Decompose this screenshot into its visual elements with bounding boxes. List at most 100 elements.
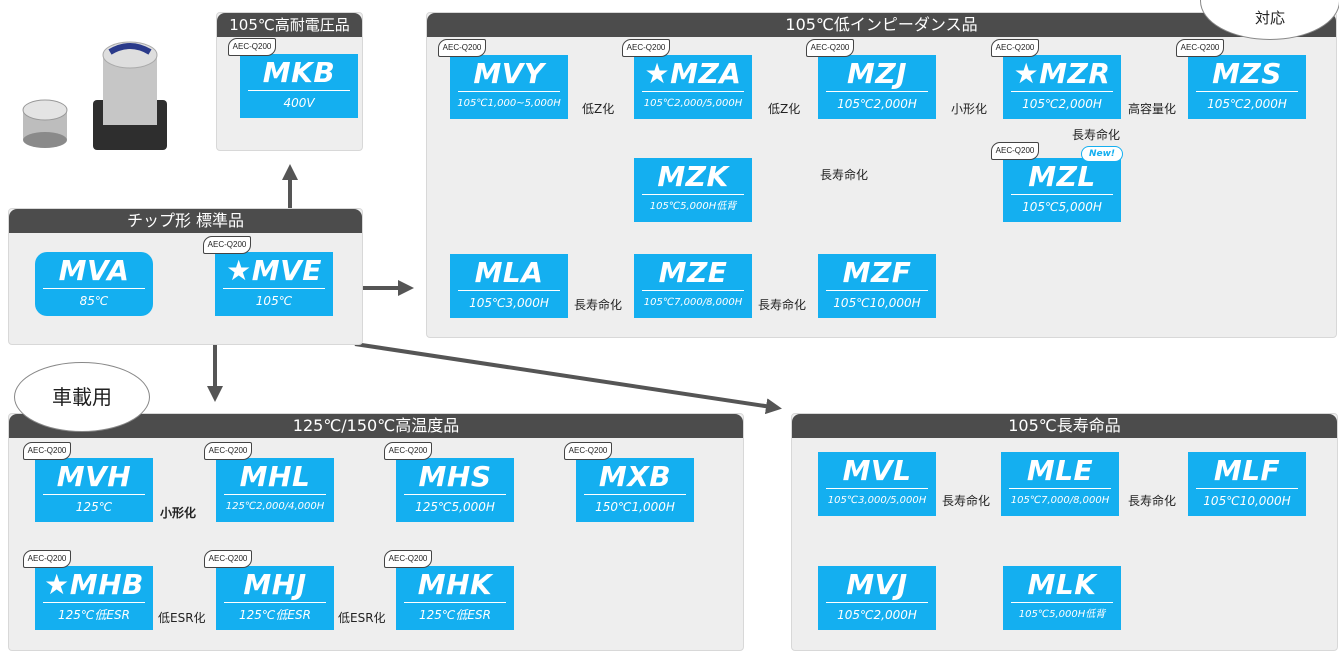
product-mla[interactable]: MLA 105℃3,000H bbox=[450, 254, 568, 318]
aec-q200-badge: AEC-Q200 bbox=[438, 39, 486, 57]
edge-label-downsize: 小形化 bbox=[160, 506, 197, 520]
product-mhl[interactable]: AEC-Q200 MHL 125℃2,000/4,000H bbox=[204, 442, 334, 522]
product-spec: 125℃低ESR bbox=[58, 608, 130, 622]
product-name: MLF bbox=[1213, 454, 1281, 487]
product-name: MLK bbox=[1027, 568, 1097, 601]
product-name: ★MZR bbox=[1013, 57, 1111, 90]
edge-label-long-life: 長寿命化 bbox=[1128, 494, 1177, 508]
aec-q200-badge: AEC-Q200 bbox=[1176, 39, 1224, 57]
aec-q200-badge: AEC-Q200 bbox=[23, 550, 71, 568]
product-mzs[interactable]: AEC-Q200 MZS 105℃2,000H bbox=[1176, 39, 1306, 119]
panel-long-life-title: 105℃長寿命品 bbox=[792, 414, 1337, 438]
aec-q200-badge: AEC-Q200 bbox=[384, 550, 432, 568]
aec-q200-badge: AEC-Q200 bbox=[23, 442, 71, 460]
aec-q200-badge: AEC-Q200 bbox=[203, 236, 251, 254]
product-mle[interactable]: MLE 105℃7,000/8,000H bbox=[1001, 452, 1119, 516]
product-mvl[interactable]: MVL 105℃3,000/5,000H bbox=[818, 452, 936, 516]
product-spec: 105℃7,000/8,000H bbox=[643, 297, 743, 308]
product-name: MVY bbox=[473, 57, 545, 90]
product-mhk[interactable]: AEC-Q200 MHK 125℃低ESR bbox=[384, 550, 514, 630]
product-mvh[interactable]: AEC-Q200 MVH 125℃ bbox=[23, 442, 153, 522]
product-name: MHL bbox=[239, 460, 311, 493]
product-mzf[interactable]: MZF 105℃10,000H bbox=[818, 254, 936, 318]
edge-label-long-life: 長寿命化 bbox=[942, 494, 991, 508]
product-spec: 85℃ bbox=[79, 294, 109, 308]
product-spec: 105℃5,000H低背 bbox=[649, 201, 737, 212]
edge-label-low-z: 低Z化 bbox=[582, 102, 615, 116]
product-name: MVJ bbox=[846, 568, 908, 601]
product-name: MHK bbox=[417, 568, 493, 601]
product-mkb[interactable]: AEC-Q200 MKB 400V bbox=[228, 38, 358, 118]
product-mvy[interactable]: AEC-Q200 MVY 105℃1,000~5,000H bbox=[438, 39, 568, 119]
product-name: MZL bbox=[1028, 160, 1096, 193]
product-mza[interactable]: AEC-Q200 ★MZA 105℃2,000/5,000H bbox=[622, 39, 752, 119]
panel-standard-chip-title: チップ形 標準品 bbox=[9, 209, 362, 233]
product-spec: 105℃2,000H bbox=[837, 608, 917, 622]
product-name: MLE bbox=[1026, 454, 1094, 487]
product-spec: 105℃10,000H bbox=[1203, 494, 1291, 508]
product-mhj[interactable]: AEC-Q200 MHJ 125℃低ESR bbox=[204, 550, 334, 630]
product-name: MZK bbox=[657, 160, 729, 193]
product-spec: 105℃ bbox=[255, 294, 293, 308]
product-mve[interactable]: AEC-Q200 ★MVE 105℃ bbox=[203, 236, 333, 316]
product-spec: 150℃1,000H bbox=[595, 500, 675, 514]
product-name: MZE bbox=[658, 256, 728, 289]
product-spec: 105℃3,000/5,000H bbox=[827, 495, 927, 506]
product-mzr[interactable]: AEC-Q200 ★MZR 105℃2,000H bbox=[991, 39, 1121, 119]
product-spec: 125℃低ESR bbox=[419, 608, 491, 622]
product-spec: 125℃2,000/4,000H bbox=[225, 501, 325, 512]
product-spec: 105℃2,000H bbox=[837, 97, 917, 111]
product-name: MVH bbox=[56, 460, 132, 493]
panel-low-impedance-title: 105℃低インピーダンス品 bbox=[427, 13, 1336, 37]
product-mze[interactable]: MZE 105℃7,000/8,000H bbox=[634, 254, 752, 318]
edge-label-long-life: 長寿命化 bbox=[574, 298, 623, 312]
product-name: ★MZA bbox=[644, 57, 742, 90]
product-name: MHS bbox=[418, 460, 492, 493]
product-name: MZF bbox=[842, 256, 912, 289]
product-name: MZS bbox=[1212, 57, 1282, 90]
edge-label-low-esr: 低ESR化 bbox=[158, 611, 206, 625]
product-spec: 105℃5,000H低背 bbox=[1018, 609, 1106, 620]
product-mhs[interactable]: AEC-Q200 MHS 125℃5,000H bbox=[384, 442, 514, 522]
product-mzk[interactable]: MZK 105℃5,000H低背 bbox=[634, 158, 752, 222]
aec-q200-badge: AEC-Q200 bbox=[622, 39, 670, 57]
product-mzl[interactable]: AEC-Q200 New! MZL 105℃5,000H bbox=[991, 142, 1123, 222]
product-spec: 105℃2,000/5,000H bbox=[643, 98, 743, 109]
product-mzj[interactable]: AEC-Q200 MZJ 105℃2,000H bbox=[806, 39, 936, 119]
edge-label-high-capacity: 高容量化 bbox=[1128, 102, 1177, 116]
edge-label-downsize: 小形化 bbox=[951, 102, 988, 116]
edge-label-long-life: 長寿命化 bbox=[758, 298, 807, 312]
product-name: MHJ bbox=[243, 568, 307, 601]
product-mxb[interactable]: AEC-Q200 MXB 150℃1,000H bbox=[564, 442, 694, 522]
aec-q200-badge: AEC-Q200 bbox=[384, 442, 432, 460]
support-bubble-text: 対応 bbox=[1254, 9, 1285, 27]
aec-q200-badge: AEC-Q200 bbox=[991, 39, 1039, 57]
product-mvj[interactable]: MVJ 105℃2,000H bbox=[818, 566, 936, 630]
automotive-bubble-text: 車載用 bbox=[52, 385, 112, 409]
product-name: MVA bbox=[58, 254, 130, 287]
product-mlf[interactable]: MLF 105℃10,000H bbox=[1188, 452, 1306, 516]
aec-q200-badge: AEC-Q200 bbox=[204, 442, 252, 460]
product-name: MKB bbox=[262, 56, 336, 89]
product-mhb[interactable]: AEC-Q200 ★MHB 125℃低ESR bbox=[23, 550, 153, 630]
product-mlk[interactable]: MLK 105℃5,000H低背 bbox=[1003, 566, 1121, 630]
capacitor-photo bbox=[22, 41, 167, 150]
product-name: MZJ bbox=[846, 57, 908, 90]
aec-q200-badge: AEC-Q200 bbox=[228, 38, 276, 56]
product-spec: 105℃5,000H bbox=[1022, 200, 1102, 214]
product-spec: 105℃3,000H bbox=[469, 296, 549, 310]
panel-high-voltage-title: 105℃高耐電圧品 bbox=[217, 13, 362, 37]
product-name: MVL bbox=[842, 454, 912, 487]
product-spec: 105℃2,000H bbox=[1207, 97, 1287, 111]
product-spec: 105℃7,000/8,000H bbox=[1010, 495, 1110, 506]
product-spec: 125℃5,000H bbox=[415, 500, 495, 514]
product-spec: 125℃低ESR bbox=[239, 608, 311, 622]
edge-label-long-life: 長寿命化 bbox=[820, 168, 869, 182]
product-spec: 105℃10,000H bbox=[833, 296, 921, 310]
product-spec: 125℃ bbox=[75, 500, 113, 514]
product-mva[interactable]: MVA 85℃ bbox=[35, 252, 153, 316]
aec-q200-badge: AEC-Q200 bbox=[204, 550, 252, 568]
aec-q200-badge: AEC-Q200 bbox=[991, 142, 1039, 160]
aec-q200-badge: AEC-Q200 bbox=[564, 442, 612, 460]
product-name: ★MHB bbox=[44, 568, 144, 601]
